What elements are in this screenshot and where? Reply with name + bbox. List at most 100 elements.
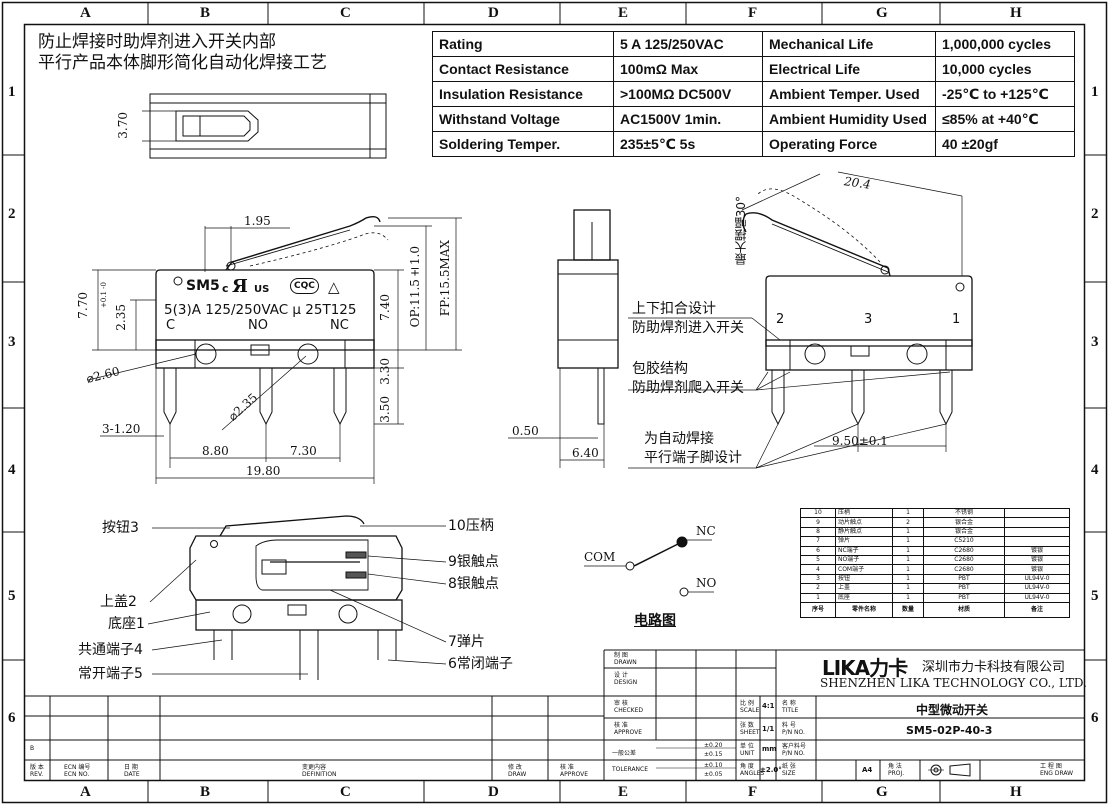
tb-label: 客户料号 <box>782 743 807 750</box>
tb-label: ENG DRAW <box>1040 770 1074 777</box>
ul-logo-icon: Я <box>232 276 248 297</box>
rating-line: 5(3)A 125/250VAC μ 25T125 <box>164 302 357 318</box>
bom-cell: NC端子 <box>835 545 893 556</box>
design-note-line-1: 防止焊接时助焊剂进入开关内部 <box>38 32 276 52</box>
bom-cell: 不锈钢 <box>923 507 1005 519</box>
ul-mark-us: US <box>254 284 270 295</box>
zone-col-c: C <box>340 5 351 21</box>
label-spring-7: 7弹片 <box>448 634 485 650</box>
rev-label: 变更内容 <box>302 764 327 771</box>
dim-7-70: 7.70 <box>76 292 90 319</box>
dim-3-30: 3.30 <box>378 358 392 385</box>
bom-cell <box>1004 517 1070 528</box>
tb-sheet-value: 1/1 <box>762 725 775 733</box>
bom-cell: C2680 <box>923 554 1005 566</box>
dim-3-50: 3.50 <box>378 396 392 423</box>
zone-col-c-bottom: C <box>340 784 351 800</box>
spec-row: Soldering Temper. 235±5℃ 5s Operating Fo… <box>432 131 1075 157</box>
bom-cell: 底座 <box>835 592 893 603</box>
tb-label: ANGLES <box>740 770 765 777</box>
bom-cell: 1 <box>892 545 924 556</box>
top-view-dim: 3.70 <box>116 112 130 139</box>
rev-label: 日 期 <box>124 764 138 771</box>
dim-1-95: 1.95 <box>244 214 271 228</box>
spec-cell: Rating <box>432 31 614 57</box>
tb-role-en: CHECKED <box>614 707 644 714</box>
tb-tol-val: ±0.05 <box>704 771 723 778</box>
bom-cell: 1 <box>800 592 836 603</box>
tb-label: UNIT <box>740 750 755 757</box>
bom-cell: 1 <box>892 507 924 519</box>
note-snap-fit: 上下扣合设计 防助焊剂进入开关 <box>632 300 744 338</box>
circuit-nc: NC <box>696 524 716 538</box>
spec-cell: -25℃ to +125℃ <box>935 81 1075 107</box>
bom-cell: 镀银 <box>1004 564 1070 575</box>
bom-cell: 1 <box>892 554 924 566</box>
model-label: SM5 <box>186 278 220 294</box>
tb-label: P/N NO. <box>782 729 805 736</box>
bom-cell <box>1004 536 1070 547</box>
bom-cell: 银合金 <box>923 526 1005 538</box>
note-line: 包胶结构 <box>632 361 688 377</box>
label-base-1: 底座1 <box>108 616 145 632</box>
bom-cell: 1 <box>892 536 924 547</box>
circuit-com: COM <box>584 550 616 564</box>
zone-row-4: 4 <box>8 462 16 478</box>
zone-col-e-bottom: E <box>618 784 629 800</box>
spec-cell: ≤85% at +40℃ <box>935 106 1075 132</box>
tb-label: 名 称 <box>782 700 796 707</box>
spec-cell: Operating Force <box>762 131 936 157</box>
zone-col-e: E <box>618 5 629 21</box>
dim-8-80: 8.80 <box>202 444 229 458</box>
tb-role-en: DRAWN <box>614 659 637 666</box>
bom-cell: 弹片 <box>835 536 893 547</box>
zone-col-f: F <box>748 5 758 21</box>
bom-cell: PBT <box>923 592 1005 603</box>
bom-cell: 4 <box>800 564 836 575</box>
zone-col-d-bottom: D <box>488 784 499 800</box>
tb-role-cn: 核 准 <box>614 722 628 729</box>
spec-cell: 1,000,000 cycles <box>935 31 1075 57</box>
tb-unit-value: mm <box>762 745 777 753</box>
company-name-en: SHENZHEN LIKA TECHNOLOGY CO., LTD. <box>820 676 1087 690</box>
dim-19-80: 19.80 <box>246 464 281 478</box>
spec-row: Rating 5 A 125/250VAC Mechanical Life 1,… <box>432 31 1075 57</box>
tb-label: 单 位 <box>740 743 754 750</box>
cqc-mark: CQC <box>290 278 319 294</box>
bom-cell: 零件名称 <box>835 601 893 618</box>
tb-tol-val: ±0.20 <box>704 742 723 749</box>
bom-cell: 3 <box>800 573 836 585</box>
dim-7-40: 7.40 <box>378 294 392 321</box>
bom-cell: 按钮 <box>835 573 893 585</box>
bom-cell: 数量 <box>892 601 924 618</box>
circuit-no: NO <box>696 576 717 590</box>
zone-row-2-right: 2 <box>1091 206 1099 222</box>
spec-cell: Mechanical Life <box>762 31 936 57</box>
note-line: 平行端子脚设计 <box>644 450 742 466</box>
bom-cell: 1 <box>892 573 924 585</box>
rev-label: APPROVE <box>560 771 589 778</box>
note-overmold: 包胶结构 防助焊剂爬入开关 <box>632 360 744 398</box>
zone-col-g-bottom: G <box>876 784 888 800</box>
bom-cell: 8 <box>800 526 836 538</box>
bom-cell: 6 <box>800 545 836 556</box>
rev-label: DRAW <box>508 771 527 778</box>
tb-tolerance-en: TOLERANCE <box>612 766 649 773</box>
note-line: 上下扣合设计 <box>632 301 716 317</box>
right-terminal-2: 2 <box>776 312 785 327</box>
dim-6-40: 6.40 <box>572 446 599 460</box>
tb-role-en: DESIGN <box>614 679 638 686</box>
tb-label: SIZE <box>782 770 796 777</box>
rev-label: REV. <box>30 771 44 778</box>
terminal-label-no: NO <box>248 318 268 333</box>
label-com-terminal-4: 共通端子4 <box>78 642 143 658</box>
